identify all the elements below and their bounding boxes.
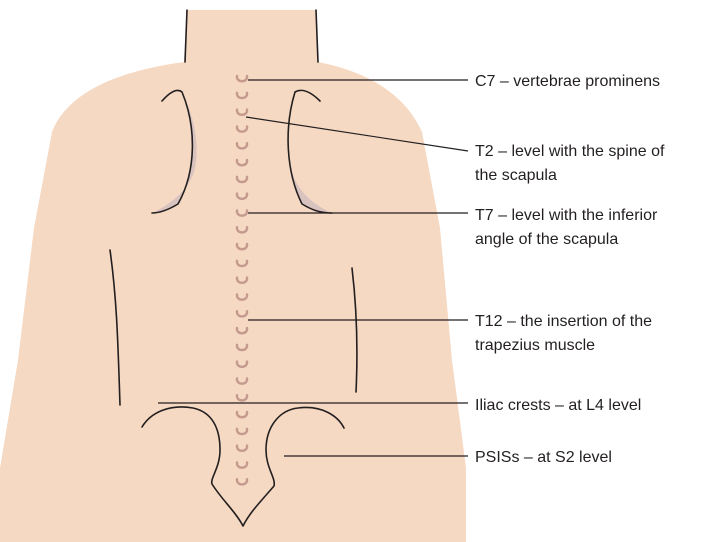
label-t12-line1: T12 – the insertion of the <box>475 313 652 330</box>
torso-silhouette <box>0 10 466 542</box>
label-t2-line2: the scapula <box>475 167 557 184</box>
label-t7-line2: angle of the scapula <box>475 231 618 248</box>
label-t2-line1: T2 – level with the spine of <box>475 143 665 160</box>
label-c7: C7 – vertebrae prominens <box>475 73 660 90</box>
label-iliac-crests: Iliac crests – at L4 level <box>475 397 641 414</box>
label-t7-line1: T7 – level with the inferior <box>475 207 658 224</box>
label-t12-line2: trapezius muscle <box>475 337 595 354</box>
label-psis: PSISs – at S2 level <box>475 449 612 466</box>
